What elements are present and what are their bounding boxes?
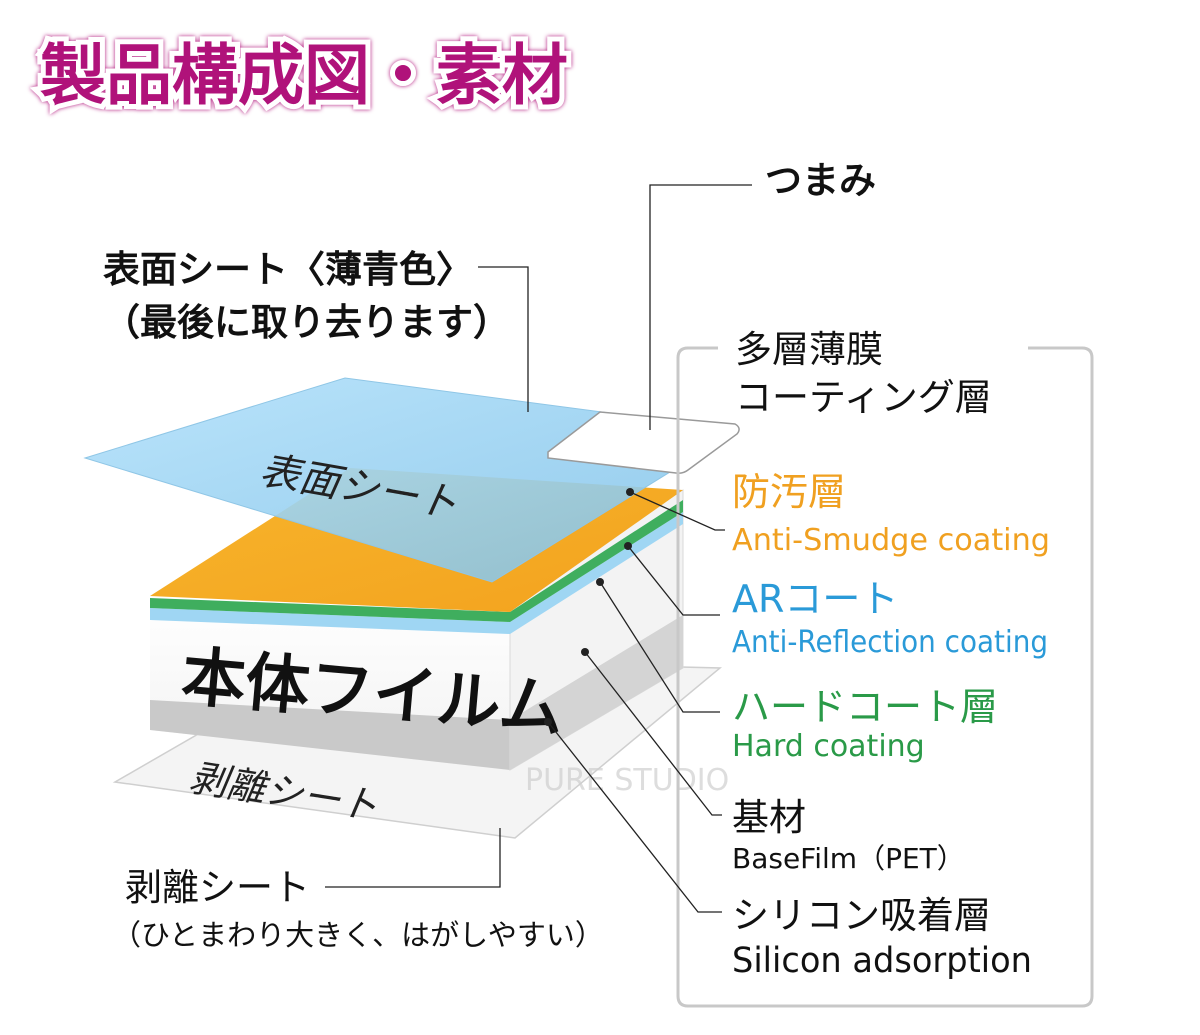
label-surface-sheet-line1: 表面シート〈薄青色〉 — [103, 248, 473, 291]
silicon-layer-front — [150, 700, 510, 770]
page-title: 製品構成図・素材 — [40, 37, 568, 114]
watermark: PURE STUDIO — [525, 763, 729, 798]
dot-anti-smudge — [626, 488, 634, 496]
label-ar-coat-jp: ARコート — [732, 577, 898, 621]
label-release-sheet-line1: 剥離シート — [125, 866, 310, 909]
label-surface-sheet-line2: （最後に取り去ります） — [103, 301, 510, 344]
label-silicon-en: Silicon adsorption — [732, 941, 1032, 981]
ar-coat-band — [150, 512, 683, 634]
label-hard-coat-en: Hard coating — [732, 729, 925, 764]
coating-bracket — [676, 346, 1094, 1008]
leader-surface-sheet — [478, 266, 529, 412]
leader-base — [584, 651, 722, 816]
leader-tab — [649, 184, 752, 430]
leader-anti-smudge — [629, 491, 725, 531]
leader-release-sheet — [325, 828, 501, 888]
label-base-jp: 基材 — [732, 796, 806, 839]
dot-silicon — [544, 718, 552, 726]
label-multilayer-line2: コーティング層 — [735, 376, 992, 419]
dot-hard-coat — [596, 578, 604, 586]
label-silicon-jp: シリコン吸着層 — [732, 894, 991, 937]
dot-ar-coat — [624, 542, 632, 550]
leader-silicon — [547, 721, 722, 913]
silicon-layer-side — [510, 615, 683, 770]
leader-hard-coat — [599, 581, 720, 713]
label-anti-smudge-en: Anti-Smudge coating — [732, 523, 1050, 558]
leader-ar-coat — [627, 545, 720, 616]
hard-coat-band — [150, 500, 683, 622]
label-release-sheet-line2: （ひとまわり大きく、はがしやすい） — [112, 918, 604, 952]
label-anti-smudge-jp: 防汚層 — [732, 470, 846, 514]
dot-base — [581, 648, 589, 656]
label-hard-coat-jp: ハードコート層 — [732, 685, 998, 729]
label-tab: つまみ — [765, 159, 876, 202]
label-base-en: BaseFilm（PET） — [732, 842, 965, 875]
label-multilayer-line1: 多層薄膜 — [735, 328, 883, 371]
label-ar-coat-en: Anti-Reflection coating — [732, 625, 1048, 660]
